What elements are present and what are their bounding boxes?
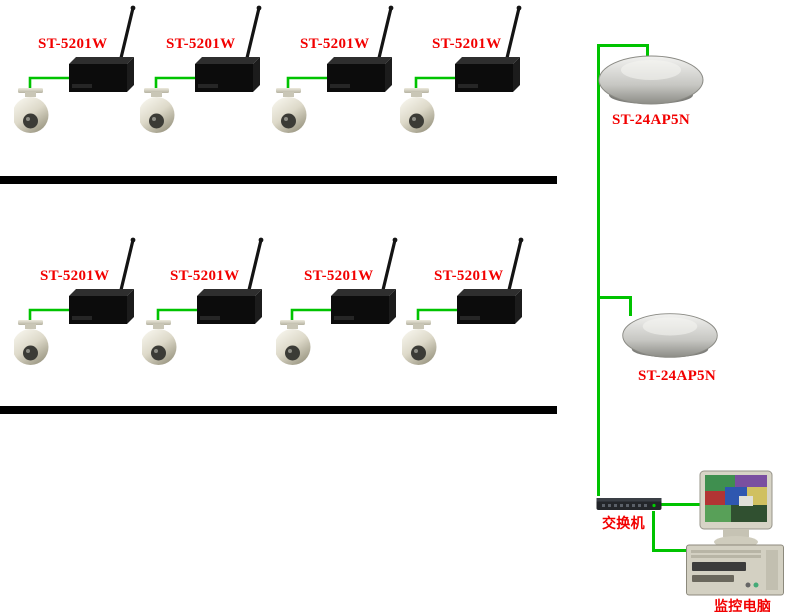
monitor-icon [699, 470, 775, 550]
network-cable-switch-case-vertical [652, 511, 655, 552]
network-cable-switch-monitor [661, 503, 701, 506]
floor-divider-line-2 [0, 406, 557, 414]
transmitter-label-2: ST-5201W [166, 36, 236, 52]
network-switch-icon [596, 495, 662, 511]
floor-divider-line-1 [0, 176, 557, 184]
network-cable-trunk [597, 44, 600, 496]
network-cable-ap2-drop [629, 296, 632, 316]
transmitter-camera-icon-3 [272, 4, 407, 144]
transmitter-camera-icon-6 [142, 236, 277, 376]
transmitter-label-5: ST-5201W [40, 268, 110, 284]
transmitter-camera-icon-2 [140, 4, 275, 144]
transmitter-camera-icon-7 [276, 236, 411, 376]
network-cable-ap1-branch [597, 44, 649, 47]
transmitter-label-7: ST-5201W [304, 268, 374, 284]
wireless-ap-icon-2 [620, 308, 720, 363]
monitor-pc-label: 监控电脑 [714, 600, 772, 612]
network-cable-ap1-drop [646, 44, 649, 58]
network-cable-switch-case-horizontal [652, 549, 688, 552]
ap-label-1: ST-24AP5N [612, 112, 690, 128]
pc-case-icon [686, 544, 784, 596]
transmitter-label-6: ST-5201W [170, 268, 240, 284]
transmitter-camera-icon-1 [14, 4, 149, 144]
transmitter-label-3: ST-5201W [300, 36, 370, 52]
transmitter-label-4: ST-5201W [432, 36, 502, 52]
ap-label-2: ST-24AP5N [638, 368, 716, 384]
wireless-ap-icon-1 [596, 50, 706, 110]
transmitter-camera-icon-5 [14, 236, 149, 376]
switch-label: 交换机 [602, 517, 645, 532]
network-cable-ap2-branch [597, 296, 632, 299]
transmitter-camera-icon-8 [402, 236, 537, 376]
transmitter-camera-icon-4 [400, 4, 535, 144]
transmitter-label-8: ST-5201W [434, 268, 504, 284]
transmitter-label-1: ST-5201W [38, 36, 108, 52]
